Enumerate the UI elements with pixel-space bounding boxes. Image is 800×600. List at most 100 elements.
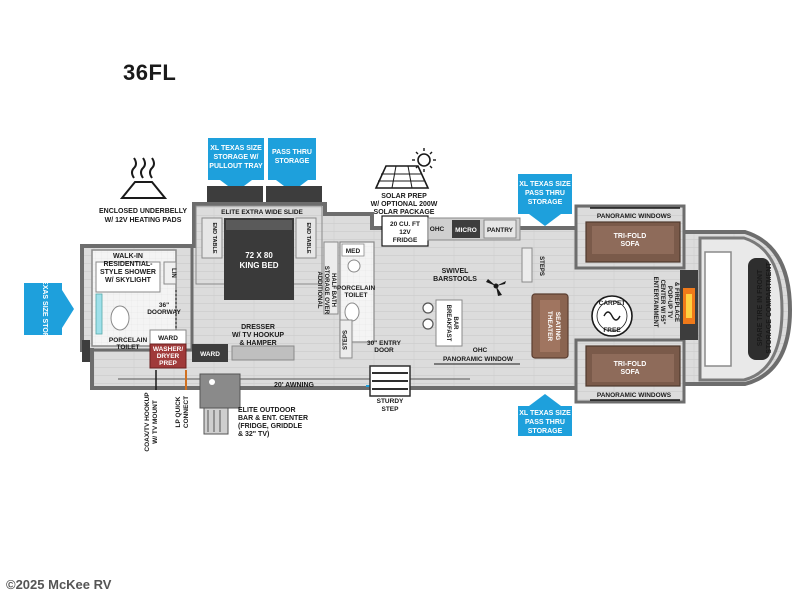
heat-icon [119,157,168,199]
ohc-label: OHC [473,347,488,354]
callout-text: PASS THRU [272,149,312,156]
carpet-free-text: CARPET [599,300,626,307]
callout-text: XL TEXAS SIZE [519,181,571,188]
solar-label: SOLAR PACKAGE [374,209,435,216]
dresser-label: W/ TV HOOKUP [232,332,284,339]
steps-label: STEPS [538,256,544,276]
spare-tire [748,258,770,360]
outdoor-center-label: BAR & ENT. CENTER [238,415,308,422]
callout-text: XL TEXAS SIZE [210,145,262,152]
outdoor-center-label: ELITE OUTDOOR [238,407,296,414]
linen-label: LIN [170,268,176,278]
model-name: 36FL [123,60,177,85]
panoramic-bottom-label: PANORAMIC WINDOWS [597,392,672,399]
dresser-label: DRESSER [241,324,275,331]
spare-tire-label: STORAGE COMPARTMENT [766,262,773,354]
shower-label: WALK-IN [113,253,143,260]
callout-xl-pass-thru-top: XL TEXAS SIZE PASS THRU STORAGE [518,174,572,226]
end-table-left [201,217,223,259]
dresser [231,345,295,361]
panoramic-top-label: PANORAMIC WINDOWS [597,213,672,220]
elite-slide-label: ELITE EXTRA WIDE SLIDE [221,209,303,216]
fridge [381,215,429,247]
sink [347,259,361,273]
entertainment-label: ENTERTAINMENT [652,277,658,328]
breakfast-bar-label: BREAKFAST [445,305,451,342]
heating-pads-label: ENCLOSED UNDERBELLY [99,208,187,215]
callout-text: XL TEXAS SIZE [519,410,571,417]
fridge-label: FRIDGE [393,237,418,244]
porcelain-toilet-label: TOILET [117,344,140,351]
solar-label: SOLAR PREP [381,193,427,200]
pantry [483,219,517,239]
ward-right-label: WARD [200,351,220,358]
washer-dryer-label: WASHER/ [153,346,184,353]
microwave [452,220,480,238]
sturdy-step-label: STEP [382,406,400,413]
fireplace-icon [683,288,695,324]
end-table-label: END TABLE [211,222,217,253]
callout-text: STORAGE W/ [214,154,259,161]
sturdy-step-label: STURDY [377,398,404,405]
barstool [422,302,434,314]
solar-panel-icon [374,165,430,189]
king-bed-label: 72 X 80 [245,251,273,260]
entertainment-label: POP-UP TV [666,286,672,318]
washer-dryer-label: PREP [159,360,177,367]
entry-door-label: DOOR [374,347,394,354]
solar-label: W/ OPTIONAL 200W [371,201,438,208]
wardrobe [192,344,228,362]
callout-text: PULLOUT TRAY [209,163,263,170]
callout-xl-pass-thru-bottom: XL TEXAS SIZE PASS THRU STORAGE [518,394,572,436]
carpet-free-badge: CARPET FREE [591,295,633,337]
end-table-label: END TABLE [305,222,311,253]
outdoor-center-label: (FRIDGE, GRIDDLE [238,423,302,430]
entertainment-label: CENTER W/ 55" [659,280,665,325]
shower-label: STYLE SHOWER [100,269,156,276]
king-bed [224,218,294,300]
trifold-sofa-label: SOFA [620,241,639,248]
fridge-label: 12V [399,229,411,236]
doorway-label: 36" [159,302,169,309]
half-bath-storage-label: STORAGE OVER [323,266,329,315]
toilet [110,305,130,331]
theater-label: SEATING [554,312,561,340]
medicine-cabinet-label: MED [346,248,361,255]
ohc-label: OHC [430,226,445,233]
barstool [422,318,434,330]
coax-label: COAX/TV HOOKUP [144,392,151,452]
callout-text: PASS THRU [525,419,565,426]
shower-label: RESIDENTIAL- [104,261,154,268]
heating-pads-label: W/ 12V HEATING PADS [105,217,182,224]
callout-pass-thru-storage: PASS THRU STORAGE [268,138,316,192]
ward-top-label: WARD [158,335,178,342]
spare-tire-label: SPARE TIRE IN FRONT [757,269,764,346]
breakfast-bar [435,299,463,347]
ceiling-fan-icon [486,279,506,296]
entry-door-label: 30" ENTRY [367,340,402,347]
trifold-sofa-label: TRI-FOLD [614,233,647,240]
callout-xl-side-storage: XL TEXAS SIZE STORAGE [24,265,74,353]
callout-text: STORAGE [528,199,563,206]
washer-dryer-label: DRYER [157,353,180,360]
entertainment-label: & FIREPLACE [673,282,679,322]
awning-label: 20' AWNING [274,382,314,389]
barstools-label: BARSTOOLS [433,276,477,283]
sun-icon [412,148,436,172]
callout-text: PASS THRU [525,190,565,197]
callout-xl-storage-pullout: XL TEXAS SIZE STORAGE W/ PULLOUT TRAY [208,138,264,192]
sturdy-step [369,365,411,397]
porcelain-toilet-label: PORCELAIN [109,337,148,344]
steps-label: STEPS [343,330,349,350]
panoramic-window-label: PANORAMIC WINDOW [443,356,514,363]
micro-label: MICRO [455,227,477,234]
washer-dryer [149,343,187,369]
coax-label: W/ TV MOUNT [152,400,159,444]
breakfast-bar-label: BAR [452,317,458,331]
king-bed-label: KING BED [239,261,278,270]
end-table-right [295,217,317,259]
half-bath-storage-label: HALF BATH [330,273,336,307]
outdoor-center-label: & 32" TV) [238,431,269,438]
lp-connect-label: CONNECT [183,396,190,428]
